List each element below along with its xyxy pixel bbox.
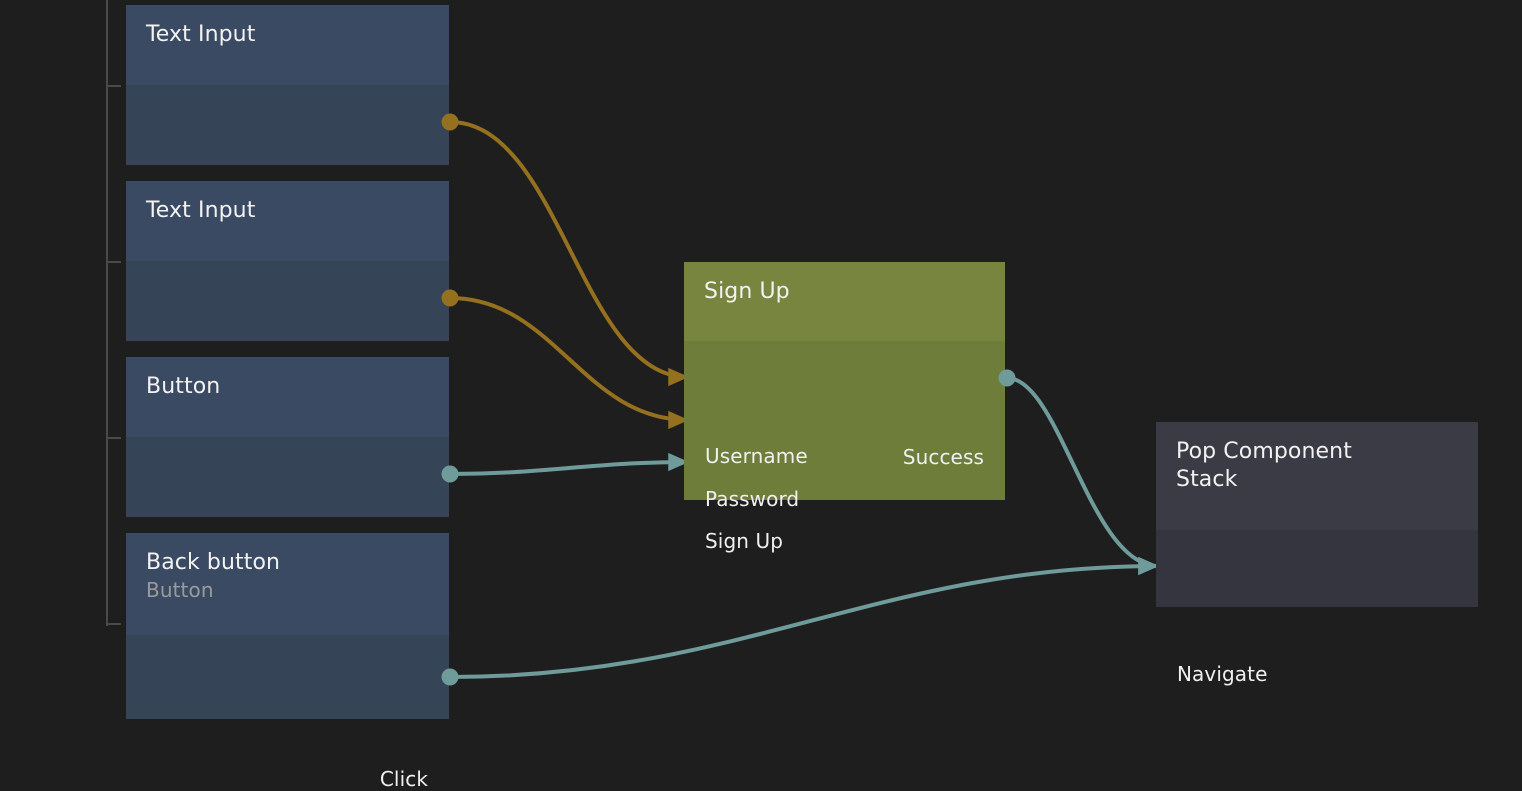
node-header[interactable]: Text Input — [126, 5, 449, 85]
node-title: Pop Component Stack — [1176, 439, 1352, 492]
node-header[interactable]: Back button Button — [126, 533, 449, 635]
node-header[interactable]: Pop Component Stack — [1156, 422, 1478, 530]
node-header[interactable]: Sign Up — [684, 262, 1005, 341]
node-sign-up[interactable]: Sign Up Username Success Password Sign U… — [684, 262, 1016, 551]
output-port-label: Click — [379, 767, 428, 791]
output-port-dot-text[interactable] — [441, 289, 459, 307]
node-title: Sign Up — [704, 279, 790, 304]
component-tree-rail — [106, 0, 108, 626]
tree-tick — [107, 261, 121, 263]
edge-success-to-navigate — [1006, 376, 1160, 576]
node-button[interactable]: Button Click — [126, 357, 459, 564]
tree-tick — [107, 85, 121, 87]
node-body[interactable]: Navigate — [1156, 530, 1478, 684]
node-header[interactable]: Text Input — [126, 181, 449, 261]
node-body[interactable]: Username Success Password Sign Up — [684, 341, 1005, 551]
edge-click-to-signup — [449, 452, 690, 476]
node-pop-component-stack[interactable]: Pop Component Stack Navigate — [1156, 422, 1478, 684]
node-text-input-1[interactable]: Text Input Text — [126, 5, 459, 212]
tree-tick — [107, 623, 121, 625]
output-port-dot-click[interactable] — [441, 668, 459, 686]
node-title: Back button — [146, 550, 281, 575]
output-port-dot-text[interactable] — [441, 113, 459, 131]
edge-text2-to-password — [449, 296, 690, 430]
node-body[interactable]: Click — [126, 437, 449, 564]
node-title: Text Input — [146, 198, 256, 223]
output-port-dot-success[interactable] — [998, 369, 1016, 387]
input-port-label-navigate: Navigate — [1177, 662, 1268, 686]
node-title: Text Input — [146, 22, 256, 47]
input-port-label-username: Username — [705, 444, 808, 468]
node-body[interactable]: Text — [126, 261, 449, 388]
input-port-label-signup: Sign Up — [705, 529, 784, 553]
output-port-dot-click[interactable] — [441, 465, 459, 483]
node-body[interactable]: Click — [126, 635, 449, 789]
input-port-label-password: Password — [705, 487, 800, 511]
edge-text1-to-username — [449, 120, 690, 387]
node-title: Button — [146, 374, 221, 399]
output-port-label-success: Success — [902, 445, 984, 469]
tree-tick — [107, 437, 121, 439]
node-subtitle: Button — [146, 577, 214, 602]
node-header[interactable]: Button — [126, 357, 449, 437]
edge-backclick-to-navigate — [449, 556, 1160, 679]
node-back-button[interactable]: Back button Button Click — [126, 533, 459, 789]
node-body[interactable]: Text — [126, 85, 449, 212]
node-text-input-2[interactable]: Text Input Text — [126, 181, 459, 388]
